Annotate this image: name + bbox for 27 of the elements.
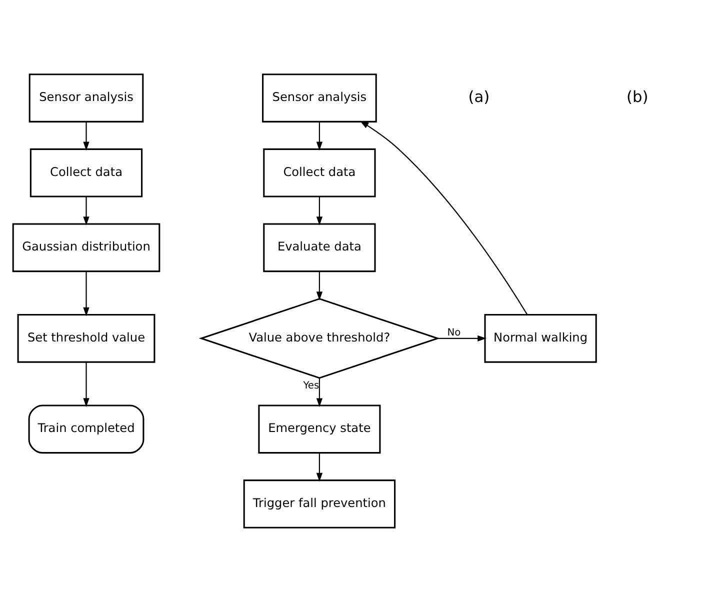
arrow xyxy=(83,121,90,150)
node-box: Emergency state xyxy=(258,404,381,454)
label: (b) xyxy=(626,88,648,106)
edge-label: Yes xyxy=(303,380,320,392)
arrow xyxy=(83,362,90,406)
arrow xyxy=(360,120,528,314)
node-box: Set threshold value xyxy=(17,313,156,362)
arrow xyxy=(316,121,323,150)
node-box: Evaluate data xyxy=(263,222,376,272)
node-box: Sensor analysis xyxy=(262,73,377,122)
node-box: Gaussian distribution xyxy=(12,222,160,272)
arrow xyxy=(83,196,90,225)
arrow xyxy=(316,271,323,300)
node-box: Trigger fall prevention xyxy=(243,479,396,528)
node-diamond: Value above threshold? xyxy=(198,297,440,378)
arrow xyxy=(316,378,323,407)
node-box: Sensor analysis xyxy=(28,73,144,122)
node-box: Train completed xyxy=(28,404,144,454)
arrow xyxy=(316,452,323,482)
arrow xyxy=(316,196,323,225)
edge-label: No xyxy=(447,326,461,338)
label: (a) xyxy=(468,88,490,106)
node-box: Collect data xyxy=(30,148,143,197)
node-box: Collect data xyxy=(263,148,376,197)
arrow xyxy=(438,334,486,341)
arrow xyxy=(83,271,90,316)
node-box: Normal walking xyxy=(484,313,597,362)
